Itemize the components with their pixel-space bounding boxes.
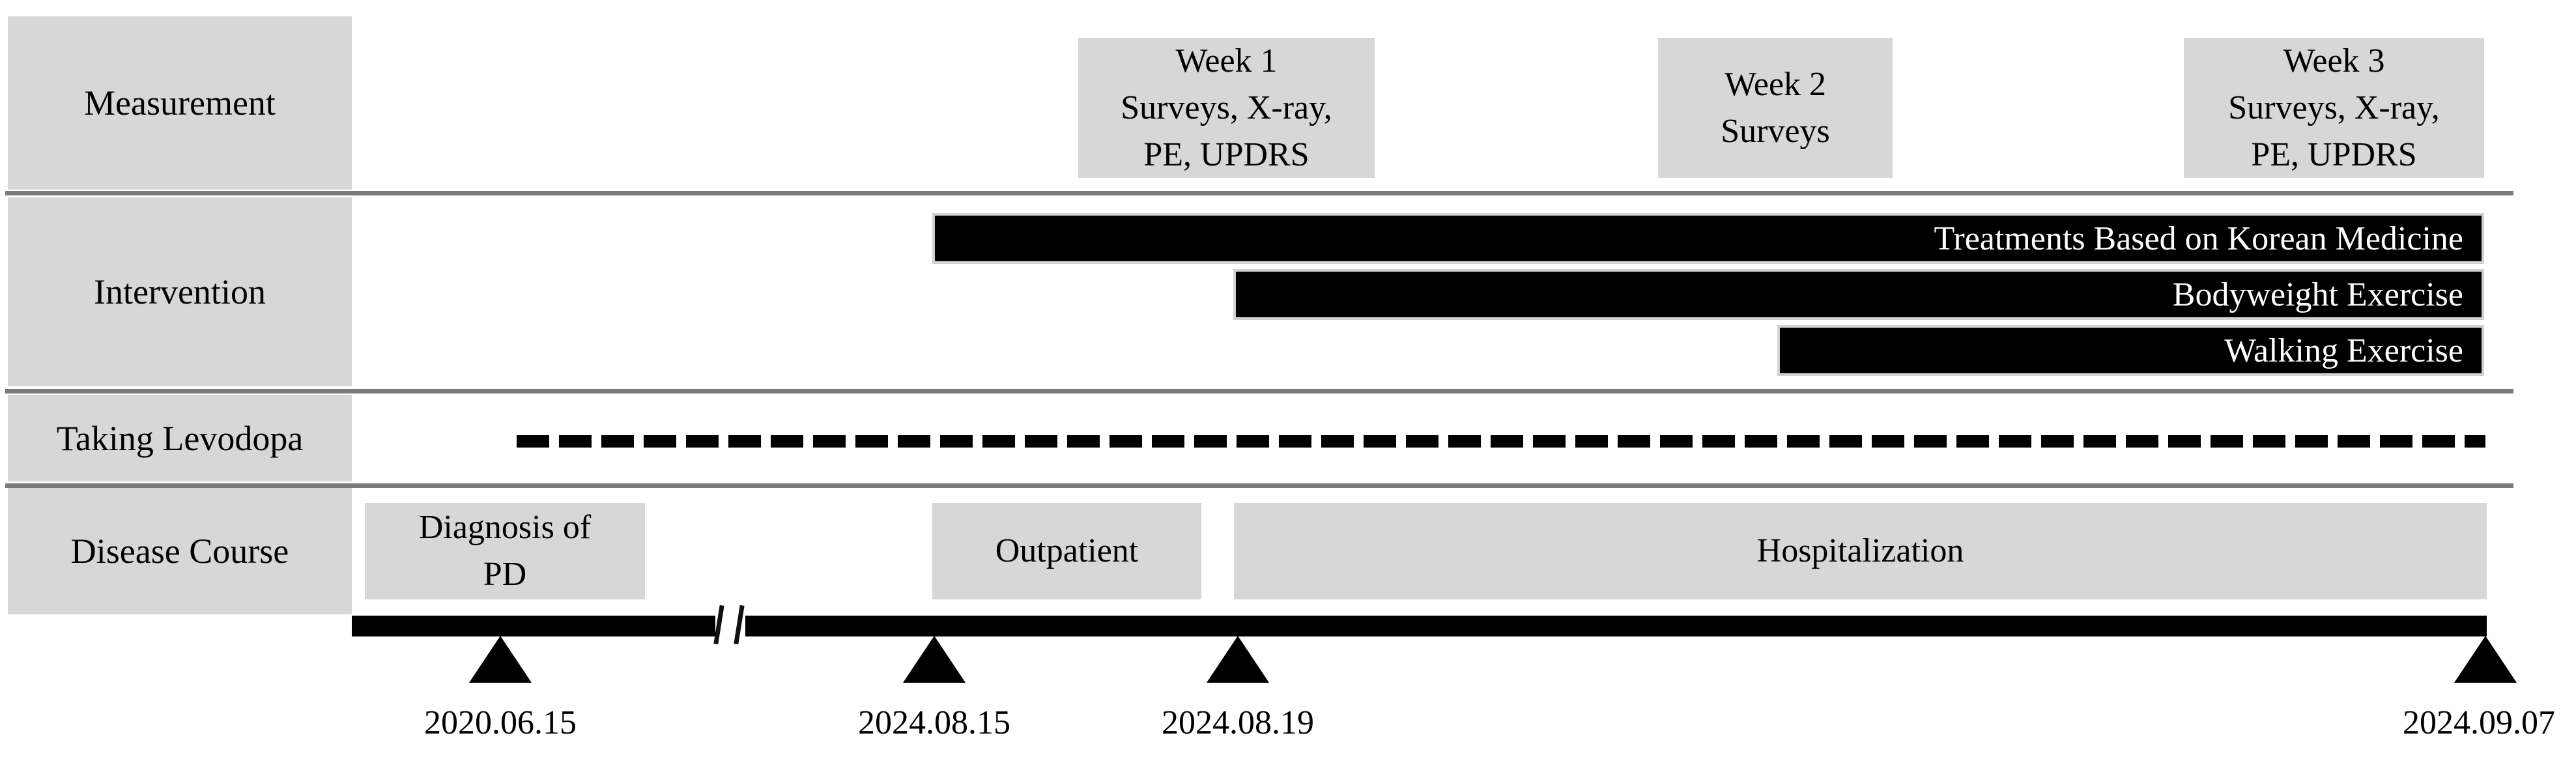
intervention-bar-walking-exercise-label: Walking Exercise	[2224, 332, 2463, 369]
row-label-intervention-text: Intervention	[94, 272, 266, 311]
row-separator-1	[5, 191, 2513, 195]
week1-line3: PE, UPDRS	[1143, 136, 1309, 173]
disease-box-hospitalization: Hospitalization	[1234, 503, 2487, 599]
row-label-levodopa-text: Taking Levodopa	[56, 418, 304, 458]
row-separator-3	[5, 483, 2513, 488]
intervention-bar-bodyweight-exercise-label: Bodyweight Exercise	[2172, 276, 2463, 313]
hospitalization-label: Hospitalization	[1756, 532, 1964, 569]
week1-line2: Surveys, X-ray,	[1121, 89, 1332, 126]
outpatient-label: Outpatient	[995, 532, 1139, 569]
intervention-bar-walking-exercise: Walking Exercise	[1777, 325, 2484, 376]
intervention-bar-korean-medicine-label: Treatments Based on Korean Medicine	[1934, 220, 2463, 257]
row-separator-2	[5, 389, 2513, 393]
row-label-levodopa: Taking Levodopa	[8, 395, 352, 481]
week2-line1: Week 2	[1724, 65, 1827, 103]
intervention-bar-bodyweight-exercise: Bodyweight Exercise	[1233, 269, 2484, 320]
timeline-date-2024-08-19: 2024.08.19	[1162, 704, 1314, 741]
timeline-date-2024-08-15: 2024.08.15	[858, 704, 1010, 741]
timeline-marker-2020-06-15	[469, 636, 532, 683]
timeline-marker-2024-08-15	[903, 636, 966, 683]
diagnosis-line2: PD	[483, 556, 527, 593]
timeline-marker-2024-09-07	[2454, 636, 2517, 683]
disease-box-outpatient: Outpatient	[932, 503, 1201, 599]
diagnosis-line1: Diagnosis of	[418, 509, 592, 546]
week3-line2: Surveys, X-ray,	[2228, 89, 2440, 126]
week2-line2: Surveys	[1721, 112, 1830, 150]
row-label-disease-course: Disease Course	[8, 488, 352, 614]
row-label-disease-course-text: Disease Course	[70, 532, 289, 571]
timeline-axis-bar	[352, 616, 2487, 636]
intervention-bar-korean-medicine: Treatments Based on Korean Medicine	[932, 213, 2484, 264]
week3-line1: Week 3	[2283, 42, 2385, 79]
measurement-box-week2: Week 2 Surveys	[1658, 38, 1893, 178]
week1-line1: Week 1	[1175, 42, 1278, 79]
timeline-date-2024-09-07: 2024.09.07	[2403, 704, 2555, 741]
levodopa-dashed-line	[517, 435, 2485, 448]
row-label-intervention: Intervention	[8, 197, 352, 386]
measurement-box-week1: Week 1 Surveys, X-ray, PE, UPDRS	[1078, 38, 1375, 178]
timeline-date-2020-06-15: 2020.06.15	[424, 704, 577, 741]
row-label-measurement: Measurement	[8, 16, 352, 190]
disease-box-diagnosis-of-pd: Diagnosis of PD	[365, 503, 645, 599]
week3-line3: PE, UPDRS	[2251, 136, 2417, 173]
timeline-marker-2024-08-19	[1207, 636, 1269, 683]
measurement-box-week3: Week 3 Surveys, X-ray, PE, UPDRS	[2184, 38, 2484, 178]
row-label-measurement-text: Measurement	[84, 83, 276, 122]
